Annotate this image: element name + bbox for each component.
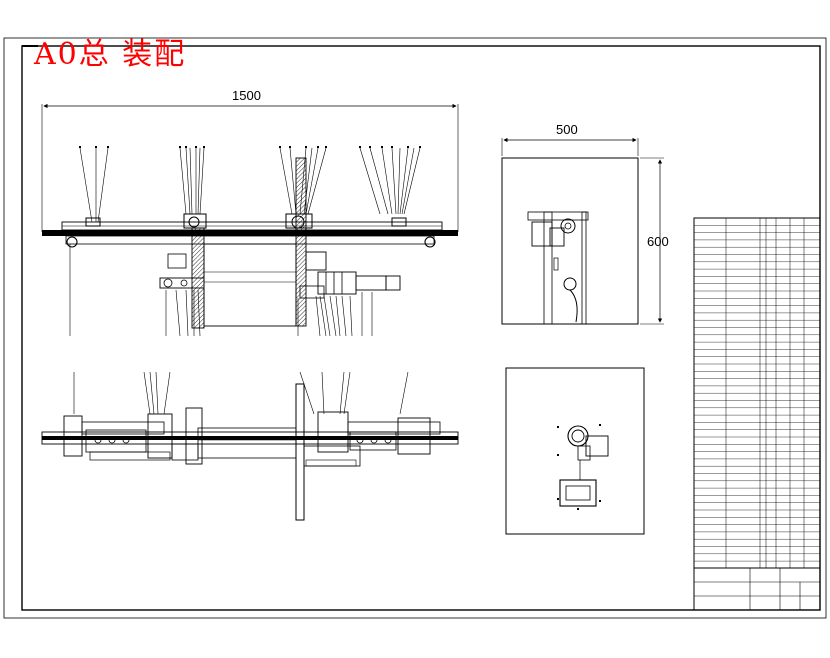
plan-view xyxy=(41,371,459,521)
inner-border xyxy=(21,45,821,611)
drawing-title: A0总 装配 xyxy=(34,37,187,72)
dimension-side-height: 600 xyxy=(647,234,669,249)
outer-border xyxy=(3,37,827,619)
side-view xyxy=(501,137,664,325)
front-view xyxy=(41,103,459,337)
dimension-overall-width: 1500 xyxy=(232,88,261,103)
side-plan-view xyxy=(505,367,645,535)
dimension-side-width: 500 xyxy=(556,122,578,137)
bom-table xyxy=(693,217,821,611)
